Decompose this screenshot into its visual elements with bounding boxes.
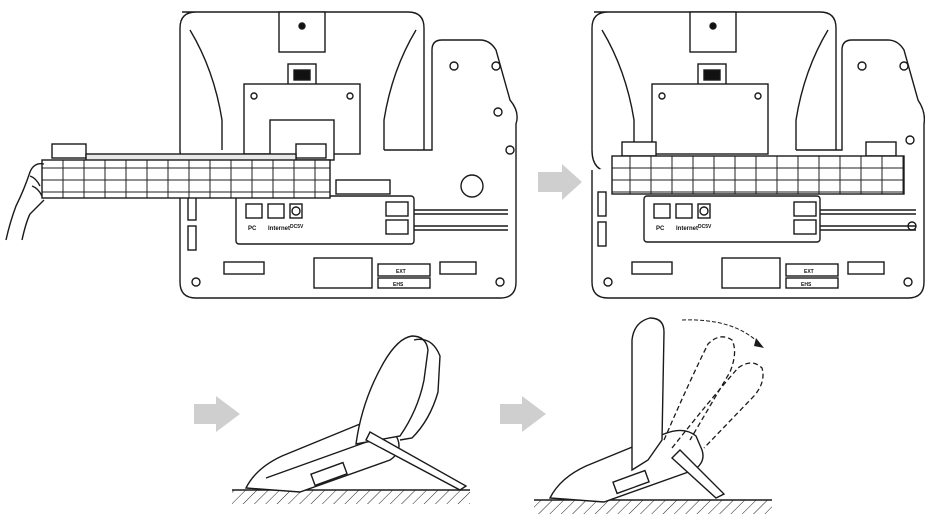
arrow-right-icon	[194, 396, 240, 432]
port-label-internet-2: Internet	[676, 226, 698, 232]
arrow-head-icon	[754, 338, 764, 348]
port-label-ext-2: EXT	[804, 269, 814, 275]
port-label-internet: Internet	[268, 226, 290, 232]
port-label-ehs-2: EHS	[801, 282, 812, 288]
tilt-positions-dashed	[663, 336, 764, 449]
panel-side-view-tilted	[534, 317, 772, 514]
port-label-ehs: EHS	[393, 282, 404, 288]
port-label-ext: EXT	[396, 269, 406, 275]
panel-back-view-insert-stand	[5, 11, 518, 299]
arrow-right-icon	[500, 396, 546, 432]
port-label-dc: DC5V	[290, 224, 304, 230]
panel-side-view-upright	[232, 335, 470, 504]
arrow-right-icon	[538, 164, 582, 200]
panel-back-view-stand-attached	[591, 11, 925, 299]
port-label-pc: PC	[248, 226, 257, 232]
port-label-pc-2: PC	[656, 226, 665, 232]
port-label-dc-2: DC5V	[698, 224, 712, 230]
tilt-direction-arrow-icon	[681, 319, 761, 345]
